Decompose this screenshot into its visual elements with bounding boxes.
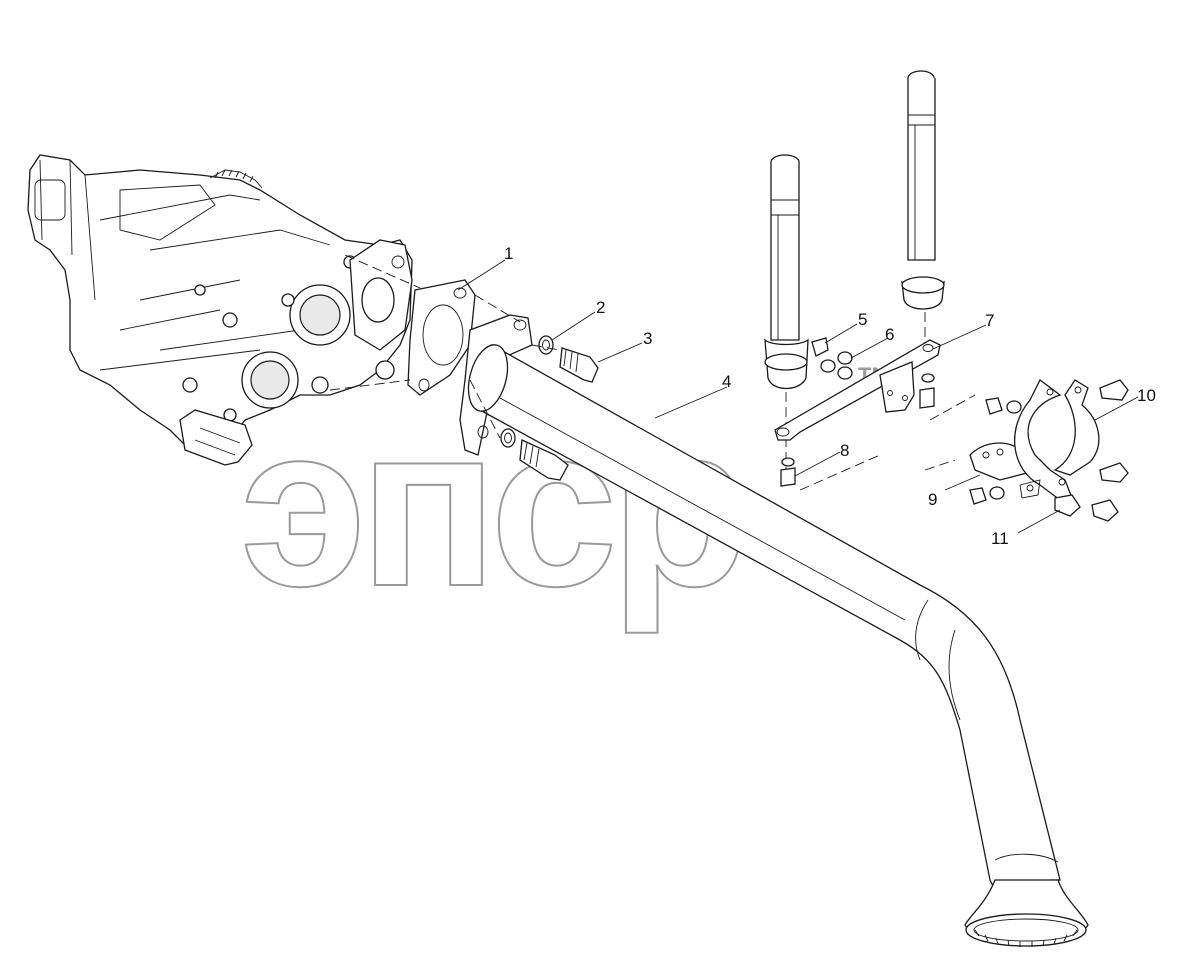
callout-11: 11 [991, 529, 1009, 548]
callout-6: 6 [885, 325, 894, 344]
clamp-assembly [799, 379, 1129, 522]
bolt-lower [500, 428, 569, 481]
exhaust-pipe [459, 314, 1089, 947]
exhaust-stack-right [901, 70, 945, 345]
callout-1: 1 [504, 244, 513, 263]
callout-4: 4 [722, 372, 731, 391]
callout-3: 3 [643, 329, 652, 348]
callout-7: 7 [985, 311, 994, 330]
bolt-upper [538, 335, 599, 383]
callout-2: 2 [596, 298, 605, 317]
callout-9: 9 [928, 490, 937, 509]
leader-lines [457, 259, 1139, 534]
assembly-lines [329, 254, 561, 439]
callout-5: 5 [858, 310, 867, 329]
callout-10: 10 [1137, 386, 1156, 405]
bracket [774, 337, 941, 487]
callout-8: 8 [840, 441, 849, 460]
callouts: 1 2 3 4 5 6 7 8 9 10 11 [504, 244, 1156, 548]
engine-housing [27, 154, 413, 466]
gasket [407, 279, 476, 396]
